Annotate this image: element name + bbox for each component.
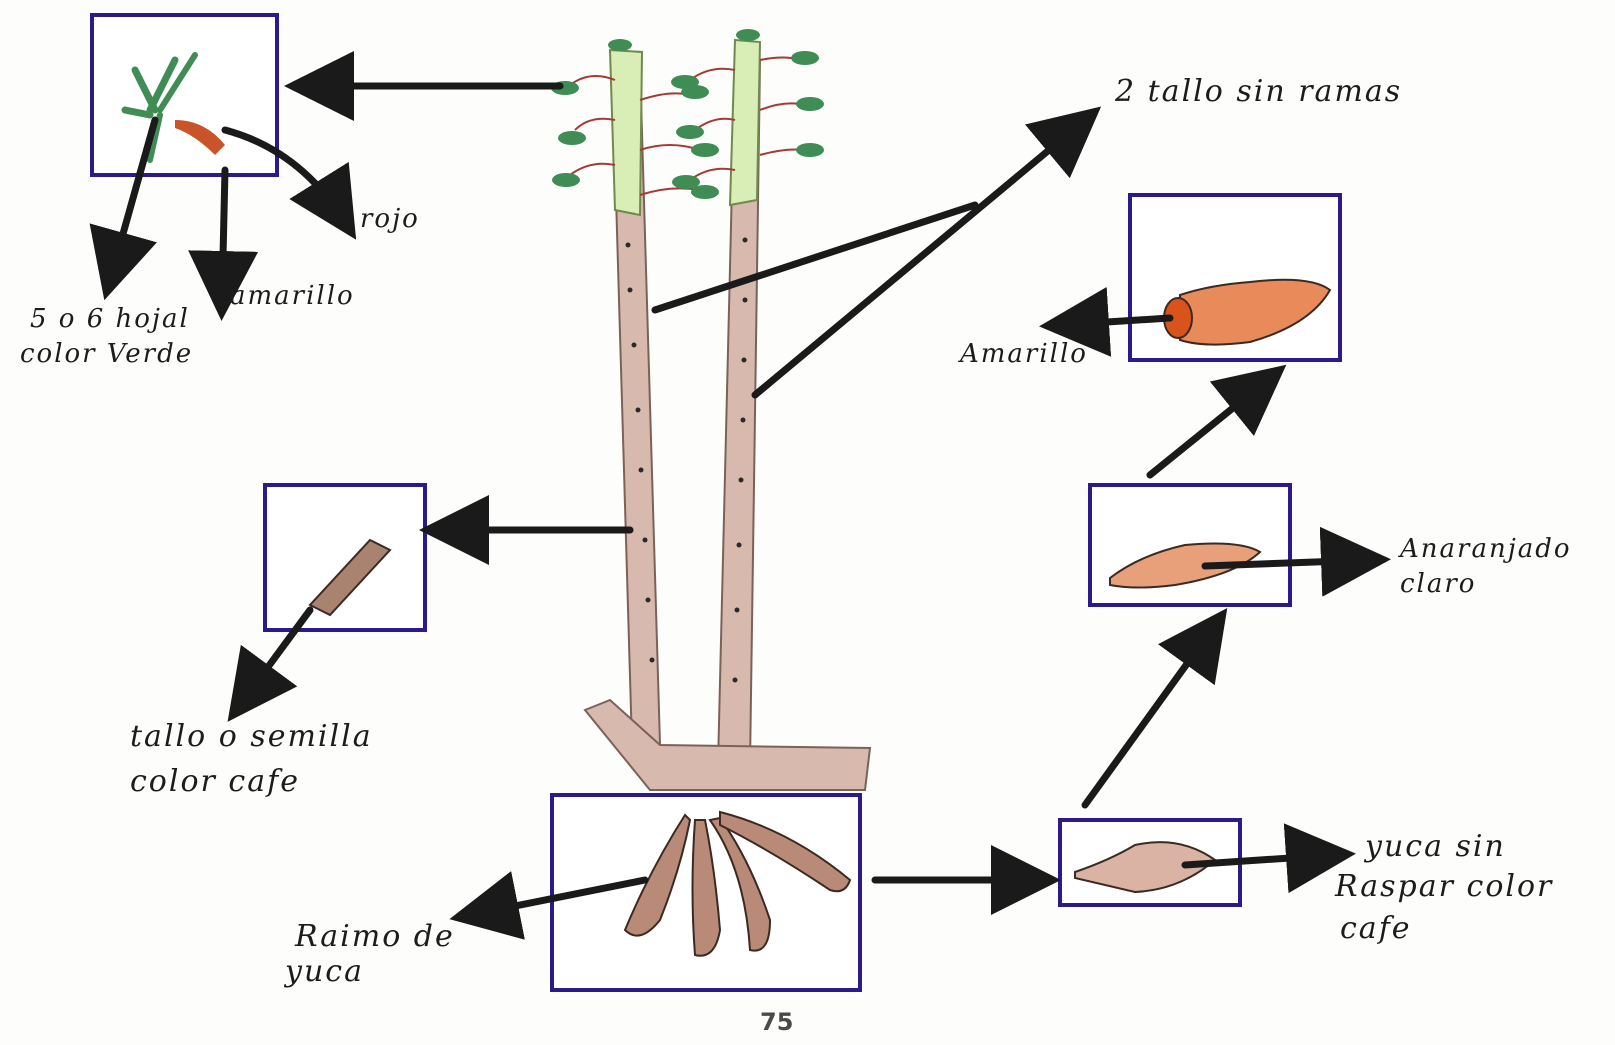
- stake-detail-box: [265, 485, 425, 630]
- label-unpeeled-line2: Raspar color: [1335, 870, 1553, 905]
- label-leaf-color: color Verde: [20, 340, 193, 370]
- leaf-clusters: [551, 29, 824, 199]
- label-peeled-line1: Anaranjado: [1400, 535, 1572, 565]
- label-stake-line2: color cafe: [130, 765, 300, 800]
- page-number: 75: [760, 1008, 793, 1036]
- label-petiole-yellow: amarillo: [230, 282, 355, 312]
- label-unpeeled-line1: yuca sin: [1365, 830, 1506, 865]
- label-bunch-line2: yuca: [285, 955, 364, 990]
- stem-left-top: [610, 50, 642, 215]
- stem-right-top: [730, 40, 760, 205]
- label-stake-line1: tallo o semilla: [130, 720, 373, 755]
- label-root-inside: Amarillo: [960, 340, 1088, 370]
- label-leaf-count: 5 o 6 hojal: [30, 305, 190, 335]
- label-unpeeled-line3: cafe: [1340, 912, 1412, 947]
- label-stem-count: 2 tallo sin ramas: [1115, 75, 1402, 110]
- label-peeled-line2: claro: [1400, 570, 1476, 600]
- cut-root-box: [1130, 195, 1340, 360]
- leaf-detail-box: [92, 15, 277, 175]
- label-bunch-line1: Raimo de: [295, 920, 455, 955]
- peeled-root-box: [1090, 485, 1290, 605]
- cassava-plant: [551, 29, 870, 790]
- label-petiole-red: rojo: [360, 205, 420, 235]
